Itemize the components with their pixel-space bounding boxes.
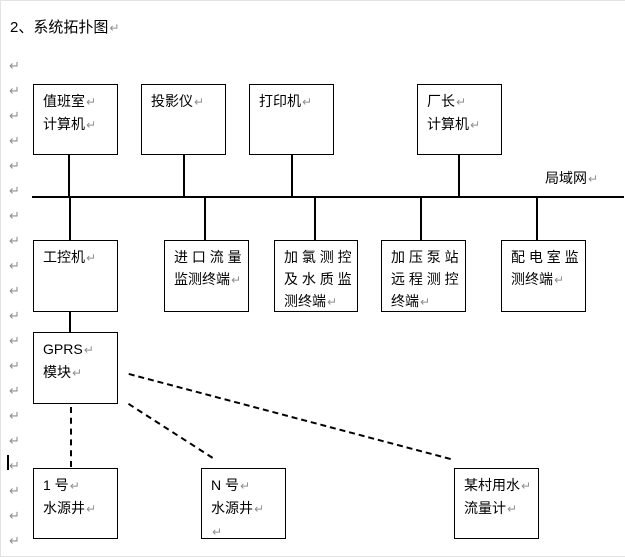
page-title-text: 2、系统拓扑图 [10, 19, 109, 36]
return-mark: ↵ [86, 251, 97, 265]
paragraph-mark: ↵ [9, 533, 20, 548]
paragraph-mark: ↵ [9, 258, 20, 273]
node-label: 流量计 [464, 500, 506, 516]
return-mark: ↵ [212, 525, 223, 539]
return-mark: ↵ [86, 95, 97, 109]
lan-bus-line[interactable] [32, 196, 624, 198]
node-label: 值班室 [43, 93, 85, 109]
node-label: 计算机 [43, 116, 85, 132]
node-label: 加 压 泵 站 [391, 249, 459, 265]
node-label: 进 口 流 量 [174, 249, 242, 265]
node-label: 某村用水 [464, 477, 520, 493]
paragraph-mark: ↵ [9, 358, 20, 373]
paragraph-mark: ↵ [9, 208, 20, 223]
paragraph-mark: ↵ [9, 83, 20, 98]
return-mark: ↵ [327, 295, 338, 309]
node-label: 终端 [391, 293, 419, 309]
paragraph-mark: ↵ [9, 508, 20, 523]
dashed-connector-gprs-village-meter[interactable] [128, 373, 451, 460]
return-mark: ↵ [507, 502, 518, 516]
lan-label: 局域网↵ [545, 168, 598, 188]
return-mark: ↵ [231, 273, 242, 287]
return-mark: ↵ [86, 118, 97, 132]
node-label: 工控机 [43, 249, 85, 265]
dashed-connector-gprs-well-1[interactable] [70, 407, 72, 467]
node-inlet-flow-terminal[interactable]: 进 口 流 量 监测终端↵ [164, 240, 249, 312]
node-label: 测终端 [284, 293, 326, 309]
dashed-connector-gprs-well-n[interactable] [127, 403, 214, 459]
node-label: 打印机 [259, 93, 301, 109]
node-label: 厂长 [427, 93, 455, 109]
node-label: 测终端 [511, 271, 553, 287]
paragraph-mark: ↵ [9, 158, 20, 173]
lan-label-text: 局域网 [545, 170, 587, 186]
paragraph-mark: ↵ [9, 458, 20, 473]
node-label: N 号 [211, 477, 239, 493]
paragraph-mark: ↵ [9, 183, 20, 198]
node-well-1[interactable]: 1 号↵ 水源井↵ [33, 468, 118, 539]
node-gprs-module[interactable]: GPRS↵ 模块↵ [33, 332, 118, 404]
return-mark: ↵ [109, 21, 120, 35]
node-label: 加 氯 测 控 [284, 249, 352, 265]
return-mark: ↵ [521, 479, 532, 493]
return-mark: ↵ [240, 479, 251, 493]
return-mark: ↵ [588, 172, 599, 186]
return-mark: ↵ [194, 95, 205, 109]
return-mark: ↵ [69, 479, 80, 493]
connector-duty-computer-lan[interactable] [68, 155, 70, 197]
page-title: 2、系统拓扑图↵ [10, 16, 119, 37]
node-label: 1 号 [43, 477, 69, 493]
paragraph-mark: ↵ [9, 108, 20, 123]
node-label: 水源井 [43, 500, 85, 516]
connector-lan-inlet-flow[interactable] [204, 198, 206, 240]
node-projector[interactable]: 投影仪↵ [141, 84, 226, 155]
node-pump-station-terminal[interactable]: 加 压 泵 站 远 程 测 控 终端↵ [381, 240, 466, 312]
paragraph-mark: ↵ [9, 333, 20, 348]
node-label: 监测终端 [174, 271, 230, 287]
connector-lan-pump-station[interactable] [420, 198, 422, 240]
paragraph-mark: ↵ [9, 283, 20, 298]
paragraph-mark: ↵ [9, 483, 20, 498]
paragraph-mark: ↵ [9, 233, 20, 248]
node-label: 模块 [43, 364, 71, 380]
node-label: 配 电 室 监 [511, 249, 579, 265]
connector-printer-lan[interactable] [291, 155, 293, 197]
node-duty-room-computer[interactable]: 值班室↵ 计算机↵ [33, 84, 118, 155]
connector-lan-industrial-pc[interactable] [69, 198, 71, 240]
return-mark: ↵ [554, 273, 565, 287]
node-printer[interactable]: 打印机↵ [249, 84, 334, 155]
paragraph-mark: ↵ [9, 133, 20, 148]
paragraph-mark: ↵ [9, 408, 20, 423]
paragraph-mark: ↵ [9, 383, 20, 398]
paragraph-mark: ↵ [9, 58, 20, 73]
node-power-room-terminal[interactable]: 配 电 室 监 测终端↵ [501, 240, 586, 312]
connector-industrial-pc-gprs[interactable] [69, 311, 71, 333]
node-village-flow-meter[interactable]: 某村用水↵ 流量计↵ [454, 468, 539, 539]
node-label: 及 水 质 监 [284, 271, 352, 287]
return-mark: ↵ [72, 366, 83, 380]
node-industrial-pc[interactable]: 工控机↵ [33, 240, 118, 312]
node-well-n[interactable]: N 号↵ 水源井↵ ↵ [201, 468, 286, 539]
connector-lan-power-room[interactable] [536, 198, 538, 240]
connector-projector-lan[interactable] [183, 155, 185, 197]
node-label: GPRS [43, 341, 83, 357]
paragraph-mark: ↵ [9, 308, 20, 323]
node-label: 远 程 测 控 [391, 271, 459, 287]
node-label: 投影仪 [151, 93, 193, 109]
node-label: 计算机 [427, 116, 469, 132]
return-mark: ↵ [86, 502, 97, 516]
node-director-computer[interactable]: 厂长↵ 计算机↵ [417, 84, 502, 155]
return-mark: ↵ [302, 95, 313, 109]
return-mark: ↵ [420, 295, 431, 309]
return-mark: ↵ [254, 502, 265, 516]
return-mark: ↵ [83, 343, 94, 357]
node-chlorine-water-quality-terminal[interactable]: 加 氯 测 控 及 水 质 监 测终端↵ [274, 240, 358, 312]
paragraph-mark: ↵ [9, 433, 20, 448]
connector-lan-chlorine[interactable] [314, 198, 316, 240]
text-cursor [7, 455, 9, 470]
return-mark: ↵ [470, 118, 481, 132]
connector-director-computer-lan[interactable] [458, 155, 460, 197]
return-mark: ↵ [456, 95, 467, 109]
node-label: 水源井 [211, 500, 253, 516]
